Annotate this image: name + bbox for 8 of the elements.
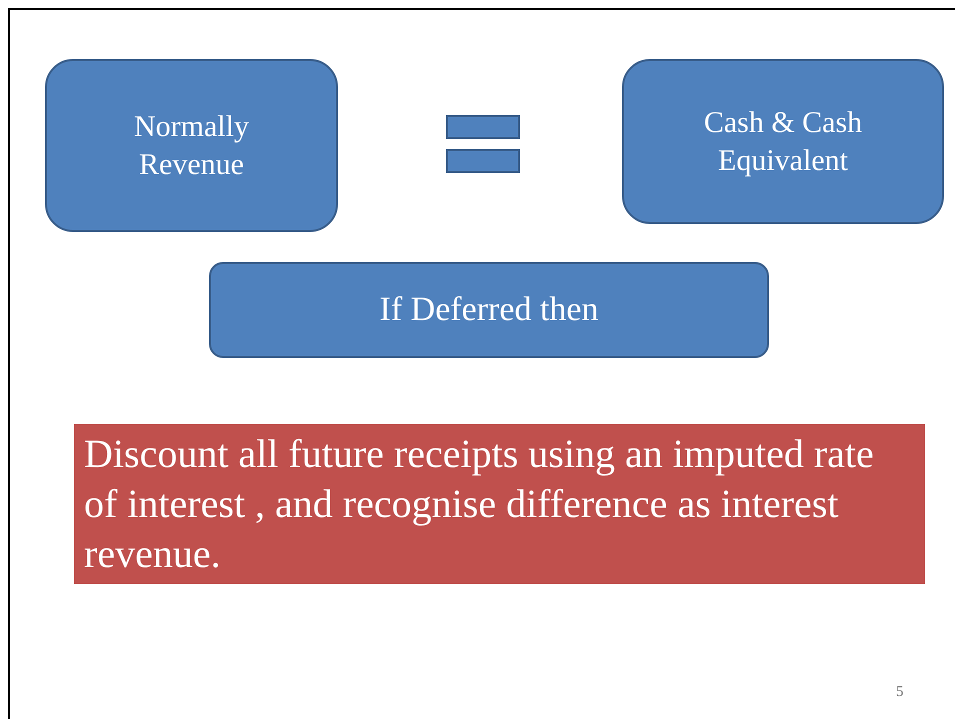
node-text: Cash & Cash Equivalent	[702, 105, 864, 178]
node-text: Normally Revenue	[133, 109, 250, 182]
node-text: Discount all future receipts using an imputed rate of interest , and recognise difference as interest revenue.	[84, 430, 875, 578]
page-number: 5	[896, 684, 904, 701]
rounded-box	[45, 59, 338, 232]
node-text: If Deferred then	[380, 290, 598, 330]
rounded-box	[209, 262, 769, 358]
rounded-box	[622, 59, 944, 224]
